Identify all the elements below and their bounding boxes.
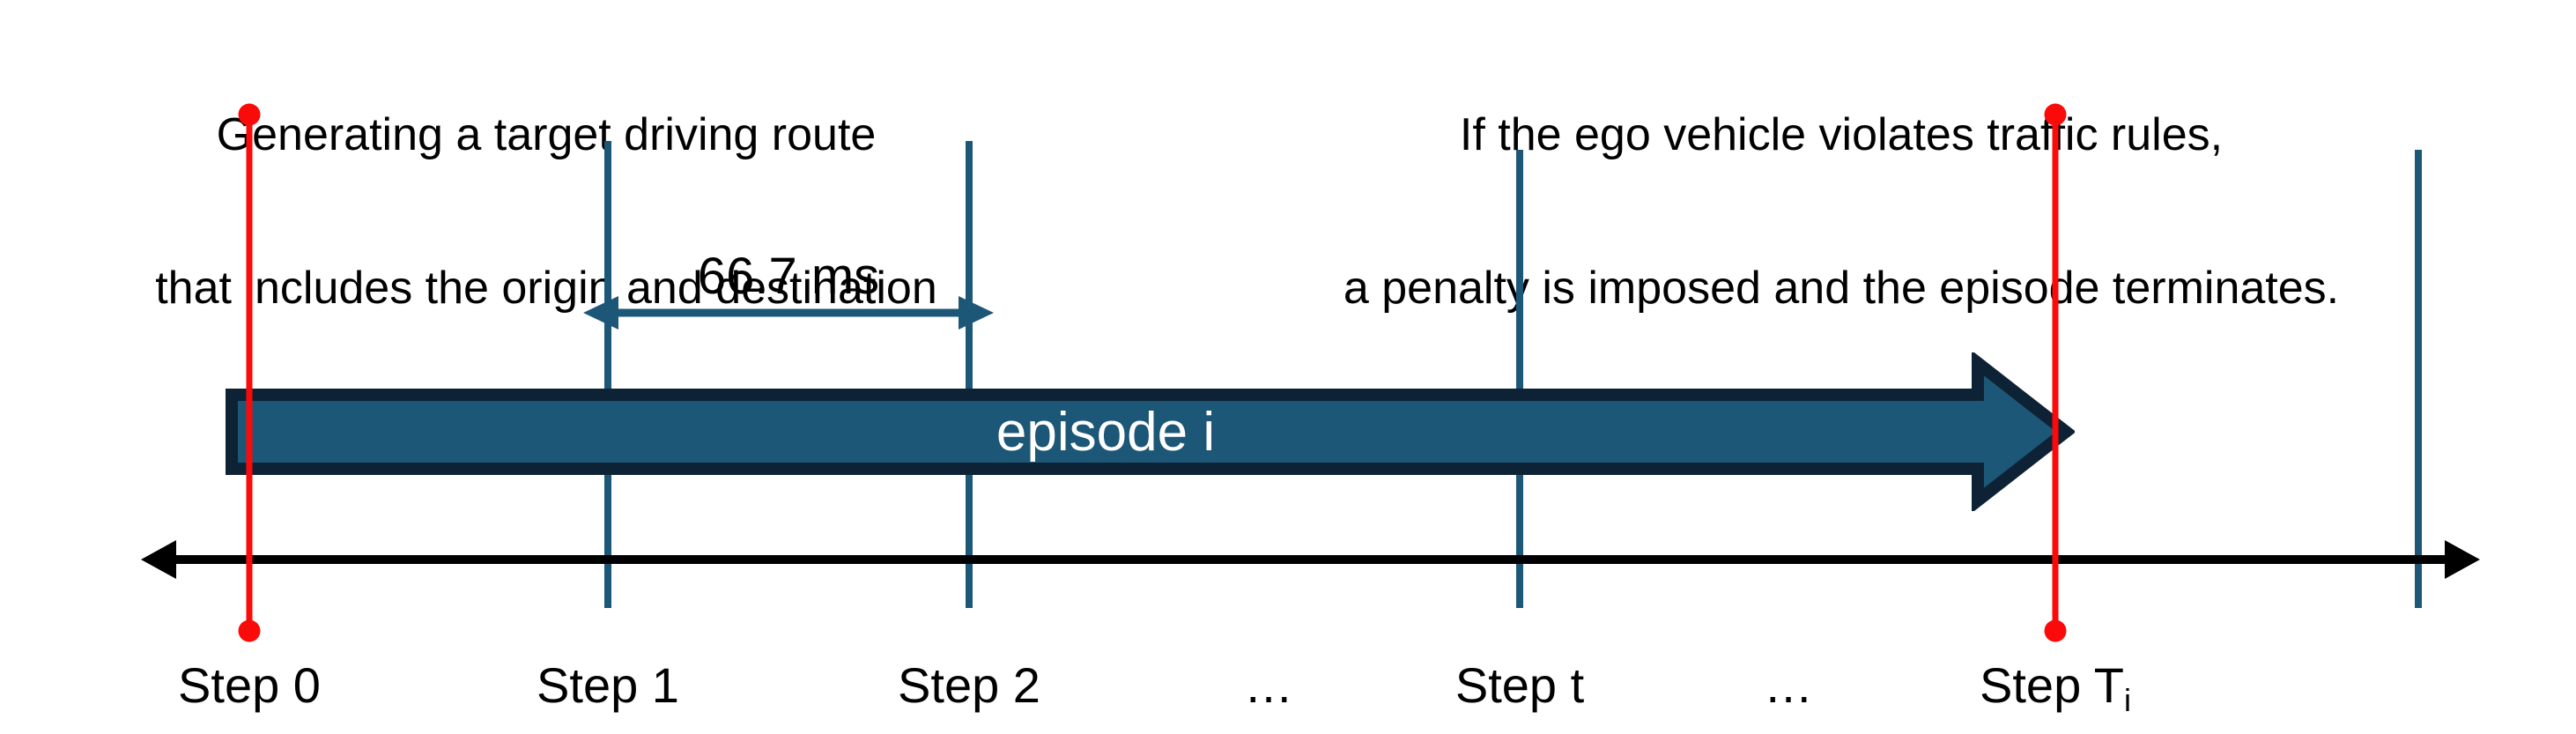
episode-start-marker-dot-top <box>238 103 261 126</box>
axis-arrow-left-icon <box>141 540 176 579</box>
interval-label: 66.7 ms <box>697 248 880 305</box>
step-label-2: Step 2 <box>898 656 1040 714</box>
interval-double-arrow-icon <box>583 296 994 330</box>
step-ellipsis-1: … <box>1244 657 1293 713</box>
episode-start-marker-dot-bottom <box>238 619 261 642</box>
step-label-0: Step 0 <box>178 656 321 714</box>
step-label-t: Step t <box>1455 656 1584 714</box>
step-label-T-subscript: i <box>2123 682 2131 718</box>
caption-left-line-2: that includes the origin and destination <box>155 263 937 314</box>
caption-right: If the ego vehicle violates traffic rule… <box>1136 7 2546 416</box>
timeline-axis <box>154 555 2445 564</box>
caption-right-line-2: a penalty is imposed and the episode ter… <box>1343 263 2340 314</box>
step-label-T-text: Step T <box>1980 657 2124 713</box>
axis-arrow-right-icon <box>2445 540 2480 579</box>
step-tick-1 <box>604 141 611 608</box>
episode-end-marker-line <box>2052 113 2059 634</box>
step-label-T: Step Ti <box>1980 656 2131 718</box>
episode-end-marker-dot-bottom <box>2044 619 2067 642</box>
caption-right-line-1: If the ego vehicle violates traffic rule… <box>1459 109 2224 160</box>
step-label-0-text: Step 0 <box>178 657 321 713</box>
step-label-t-text: Step t <box>1455 657 1585 713</box>
episode-bar-arrow <box>226 352 2075 511</box>
step-label-1-text: Step 1 <box>537 657 679 713</box>
caption-left-line-1: Generating a target driving route <box>216 109 877 160</box>
step-label-2-text: Step 2 <box>898 657 1040 713</box>
episode-start-marker-line <box>246 113 253 634</box>
caption-left: Generating a target driving route that i… <box>0 7 1092 416</box>
step-tick-end <box>2415 150 2422 608</box>
episode-end-marker-dot-top <box>2044 103 2067 126</box>
step-ellipsis-2: … <box>1764 657 1813 713</box>
step-label-1: Step 1 <box>537 656 679 714</box>
step-tick-t <box>1516 150 1523 608</box>
step-tick-2 <box>966 141 973 608</box>
